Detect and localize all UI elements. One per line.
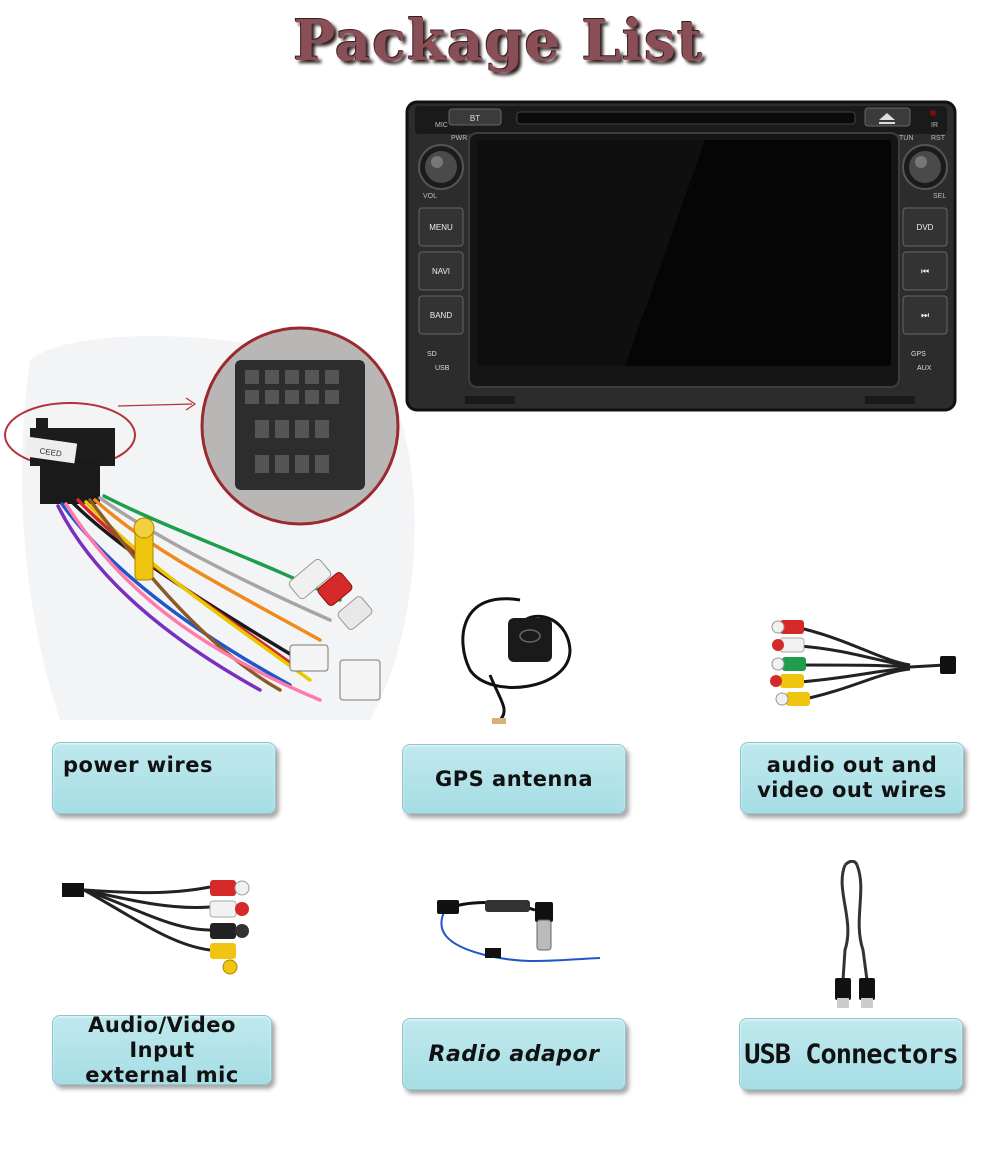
gps-logo-icon [519, 629, 541, 643]
vol-label: VOL [423, 193, 437, 200]
svg-text:MENU: MENU [429, 223, 453, 232]
av-out-label: audio out and video out wires [740, 742, 964, 814]
disc-slot [516, 111, 856, 125]
pwr-label: PWR [451, 135, 467, 142]
av-out-wires-image [770, 620, 956, 706]
sd-label: SD [427, 351, 437, 358]
av-input-label: Audio/Video Input external mic [52, 1013, 272, 1087]
dvd-button [902, 207, 948, 247]
ir-label: IR [931, 122, 938, 129]
page-title: Package List [293, 8, 704, 74]
usb-connectors-image [835, 860, 875, 1008]
bt-button [448, 108, 502, 126]
bt-label: BT [470, 114, 480, 123]
gps-antenna-image [461, 597, 572, 724]
usb-label: USB [435, 365, 450, 372]
menu-button [418, 207, 464, 247]
svg-text:BAND: BAND [430, 311, 452, 320]
head-unit-image: BT MIC IR PWR TUN RST VOL SEL MENU NAVI … [405, 100, 957, 412]
radio-adaptor-label: Radio adapor [402, 1018, 626, 1090]
power-wires-label: power wires [52, 742, 276, 814]
usb-connectors-label: USB Connectors [739, 1018, 963, 1090]
rst-label: RST [931, 135, 946, 142]
prev-icon: ⏮ [921, 266, 929, 276]
mic-label: MIC [435, 122, 448, 129]
ceed-tag: CEED [24, 436, 78, 464]
eject-icon [879, 113, 895, 124]
av-input-image [62, 880, 250, 975]
power-wires-image: CEED [4, 326, 415, 720]
svg-text:NAVI: NAVI [432, 267, 450, 276]
aux-label: AUX [917, 365, 932, 372]
svg-text:DVD: DVD [917, 223, 934, 232]
radio-adaptor-image [437, 900, 601, 963]
tun-label: TUN [899, 135, 913, 142]
next-icon: ⏭ [921, 310, 929, 320]
gps-antenna-label: GPS antenna [402, 744, 626, 814]
arrow-icon [185, 397, 197, 411]
prev-button [902, 251, 948, 291]
next-button [902, 295, 948, 335]
gps-label: GPS [911, 351, 926, 358]
sel-label: SEL [933, 193, 946, 200]
band-button [418, 295, 464, 335]
navi-button [418, 251, 464, 291]
svg-text:CEED: CEED [39, 446, 62, 458]
